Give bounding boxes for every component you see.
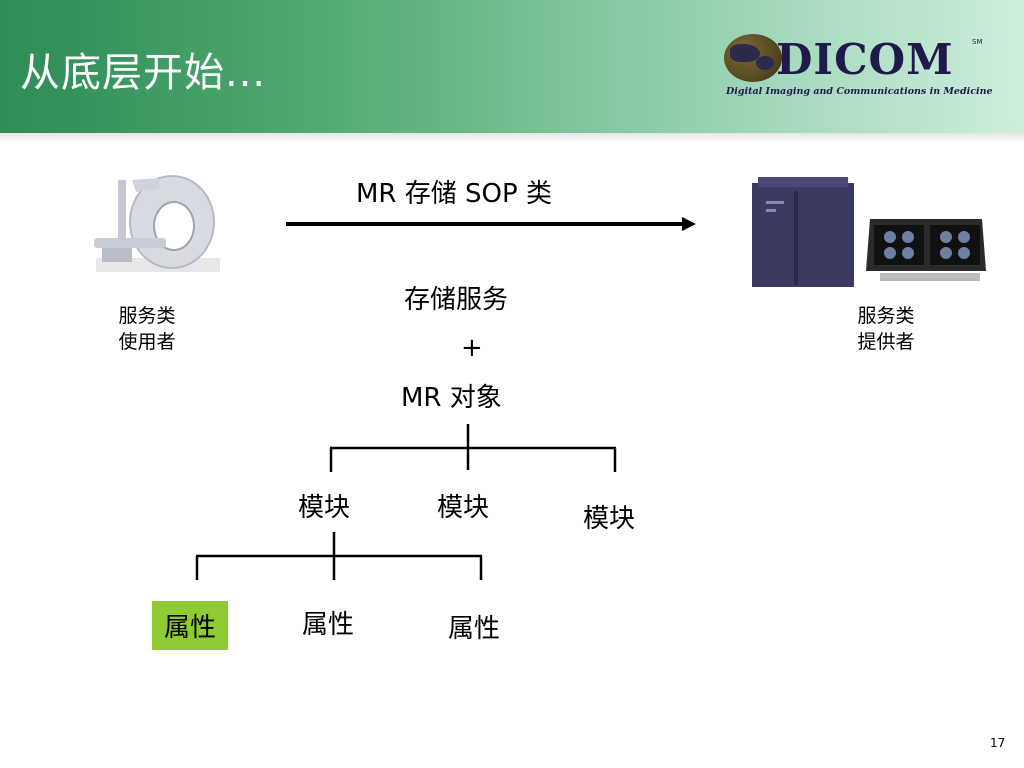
- logo-tagline: Digital Imaging and Communications in Me…: [726, 86, 993, 97]
- module-label-2: 模块: [437, 493, 490, 523]
- user-label-line-1: 服务类: [118, 305, 176, 327]
- mr-object-label: MR 对象: [401, 383, 502, 413]
- sop-class-arrow-label: MR 存储 SOP 类: [356, 179, 552, 209]
- module-label-3: 模块: [583, 504, 636, 534]
- service-class-provider-label: 服务类 提供者: [841, 303, 931, 355]
- service-class-user-label: 服务类 使用者: [102, 303, 192, 355]
- page-number: 17: [990, 736, 1006, 750]
- sop-arrow-head: [682, 217, 696, 231]
- logo-service-mark: SM: [972, 38, 983, 46]
- attribute-label-2: 属性: [302, 610, 355, 640]
- plus-sign: +: [461, 333, 483, 363]
- provider-label-line-1: 服务类: [857, 305, 915, 327]
- module-label-1: 模块: [298, 493, 351, 523]
- title-banner: [0, 0, 1024, 133]
- logo-wordmark: DICOM: [776, 35, 954, 84]
- mri-scanner-image: [94, 175, 220, 272]
- attribute-label-3: 属性: [448, 614, 501, 644]
- storage-service-label: 存储服务: [404, 285, 509, 315]
- attribute-label-highlighted: 属性: [152, 601, 229, 650]
- slide-title: 从底层开始...: [20, 50, 267, 96]
- banner-shadow: [0, 133, 1024, 143]
- globe-icon: [724, 34, 782, 82]
- storage-server-and-workstation-image: [752, 177, 986, 287]
- provider-label-line-2: 提供者: [857, 331, 915, 353]
- dicom-logo: DICOM SM Digital Imaging and Communicati…: [724, 34, 994, 104]
- user-label-line-2: 使用者: [118, 331, 176, 353]
